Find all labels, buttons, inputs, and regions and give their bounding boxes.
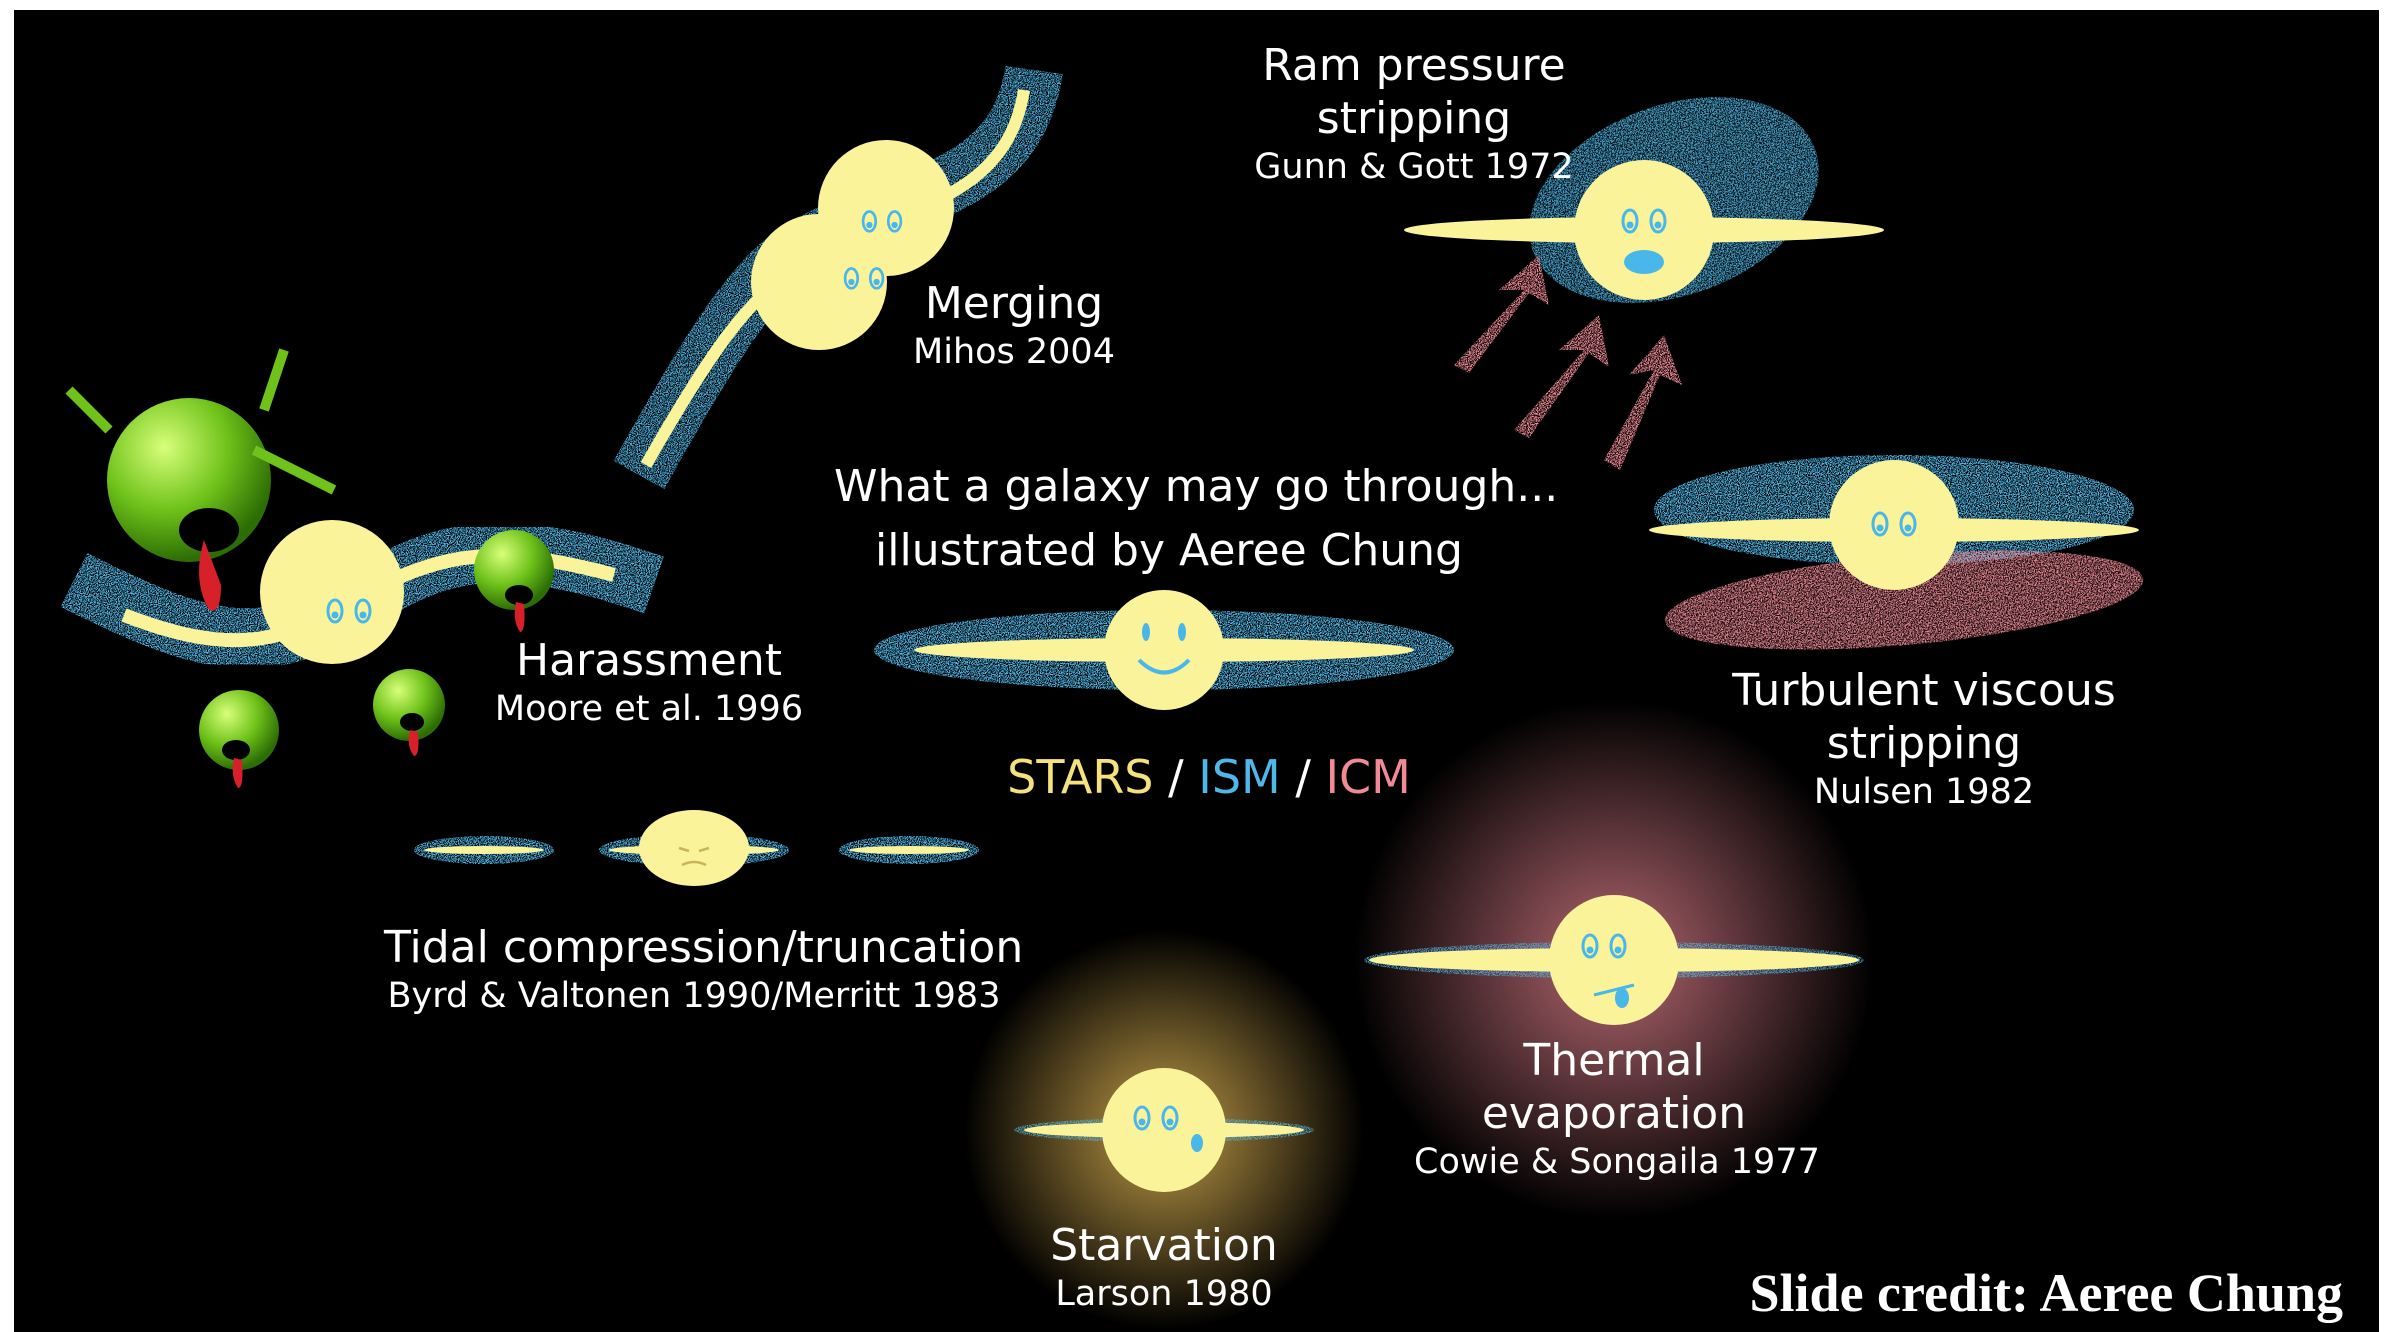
harassment-label: Harassment Moore et al. 1996: [484, 635, 814, 730]
merging-label: Merging Mihos 2004: [894, 278, 1134, 373]
title-line1: What a galaxy may go through...: [834, 455, 1504, 519]
legend-stars: STARS: [1007, 750, 1153, 804]
component-legend: STARS / ISM / ICM: [984, 750, 1434, 804]
starvation-name: Starvation: [1014, 1220, 1314, 1273]
title-line2: illustrated by Aeree Chung: [834, 519, 1504, 583]
merging-name: Merging: [894, 278, 1134, 331]
ram-pressure-name-line2: stripping: [1244, 93, 1584, 146]
thermal-name-line1: Thermal: [1414, 1035, 1814, 1088]
harassment-citation: Moore et al. 1996: [484, 688, 814, 730]
central-galaxy: [874, 590, 1454, 710]
ram-pressure-name-line1: Ram pressure: [1244, 40, 1584, 93]
thermal-citation: Cowie & Songaila 1977: [1414, 1141, 1814, 1183]
tidal-citation: Byrd & Valtonen 1990/Merritt 1983: [384, 975, 1004, 1017]
turbulent-illustration: [1649, 455, 2147, 666]
starvation-label: Starvation Larson 1980: [1014, 1220, 1314, 1315]
starvation-citation: Larson 1980: [1014, 1273, 1314, 1315]
ram-pressure-label: Ram pressure stripping Gunn & Gott 1972: [1244, 40, 1584, 188]
slide-credit: Slide credit: Aeree Chung: [1750, 1262, 2343, 1324]
thermal-name-line2: evaporation: [1414, 1088, 1814, 1141]
legend-ism: ISM: [1198, 750, 1280, 804]
turbulent-name-line2: stripping: [1714, 718, 2134, 771]
legend-separator: /: [1281, 750, 1326, 804]
merging-citation: Mihos 2004: [894, 331, 1134, 373]
tidal-name: Tidal compression/truncation: [384, 922, 1004, 975]
tidal-label: Tidal compression/truncation Byrd & Valt…: [384, 922, 1004, 1017]
diagram-title: What a galaxy may go through... illustra…: [834, 455, 1504, 583]
legend-icm: ICM: [1325, 750, 1410, 804]
harasser-small: [373, 669, 445, 756]
slide: Ram pressure stripping Gunn & Gott 1972 …: [14, 10, 2379, 1332]
turbulent-label: Turbulent viscous stripping Nulsen 1982: [1714, 665, 2134, 813]
harasser-small: [199, 690, 279, 788]
legend-separator: /: [1154, 750, 1199, 804]
turbulent-citation: Nulsen 1982: [1714, 771, 2134, 813]
thermal-label: Thermal evaporation Cowie & Songaila 197…: [1414, 1035, 1814, 1183]
galaxy-body: [751, 214, 887, 350]
tidal-illustration: [414, 810, 979, 886]
harasser-small: [474, 530, 554, 632]
turbulent-name-line1: Turbulent viscous: [1714, 665, 2134, 718]
merging-illustration: [639, 70, 1034, 475]
ram-pressure-citation: Gunn & Gott 1972: [1244, 146, 1584, 188]
harassment-name: Harassment: [484, 635, 814, 688]
